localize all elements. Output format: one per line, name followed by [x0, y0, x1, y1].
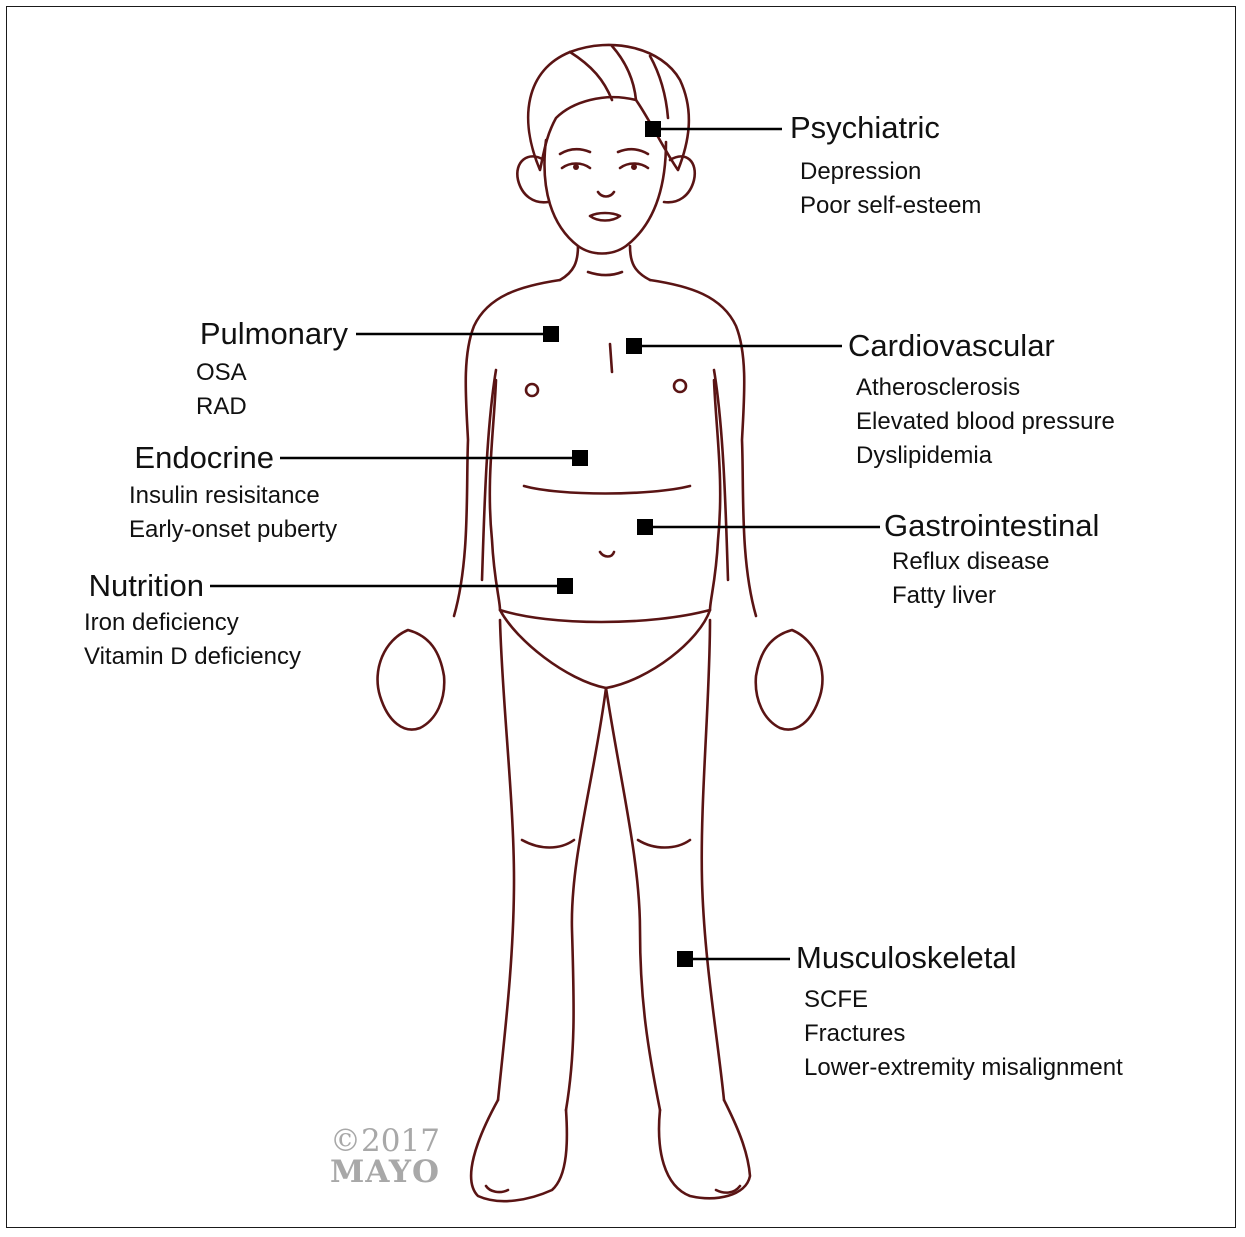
endocrine-marker [572, 450, 588, 466]
copyright-watermark: ©2017 MAYO [330, 1126, 440, 1188]
cardiovascular-title: Cardiovascular [848, 330, 1055, 361]
cardiovascular-item: Atherosclerosis [856, 371, 1115, 405]
psychiatric-item: Depression [800, 155, 981, 189]
left-hand [378, 630, 445, 730]
endocrine-item: Early-onset puberty [129, 513, 337, 547]
pulmonary-marker [543, 326, 559, 342]
left-leg-inner [566, 688, 606, 1110]
musculoskeletal-marker [677, 951, 693, 967]
right-leg-outer [702, 620, 724, 1100]
endocrine-item: Insulin resisitance [129, 479, 337, 513]
musculoskeletal-item: Fractures [804, 1017, 1123, 1051]
pulmonary-item: OSA [196, 356, 247, 390]
musculoskeletal-item: Lower-extremity misalignment [804, 1051, 1123, 1085]
nutrition-item: Iron deficiency [84, 606, 301, 640]
nutrition-title: Nutrition [89, 570, 204, 601]
nutrition-marker [557, 578, 573, 594]
gastrointestinal-item: Fatty liver [892, 579, 1049, 613]
underwear [500, 610, 710, 688]
cardiovascular-marker [626, 338, 642, 354]
right-hand [756, 630, 823, 730]
cardiovascular-item: Dyslipidemia [856, 439, 1115, 473]
right-foot [659, 1100, 750, 1198]
right-leg-inner [606, 688, 660, 1110]
pulmonary-title: Pulmonary [200, 318, 348, 349]
psychiatric-item: Poor self-esteem [800, 189, 981, 223]
gastrointestinal-marker [637, 519, 653, 535]
copyright-year: ©2017 [330, 1126, 440, 1157]
gastrointestinal-item: Reflux disease [892, 545, 1049, 579]
watermark-brand: MAYO [330, 1157, 440, 1188]
musculoskeletal-item: SCFE [804, 983, 1123, 1017]
psychiatric-marker [645, 121, 661, 137]
musculoskeletal-title: Musculoskeletal [796, 942, 1017, 973]
left-leg-outer [498, 620, 514, 1100]
torso-right [650, 280, 756, 616]
endocrine-title: Endocrine [134, 442, 274, 473]
nutrition-item: Vitamin D deficiency [84, 640, 301, 674]
cardiovascular-item: Elevated blood pressure [856, 405, 1115, 439]
psychiatric-title: Psychiatric [790, 112, 940, 143]
pulmonary-item: RAD [196, 390, 247, 424]
gastrointestinal-title: Gastrointestinal [884, 510, 1099, 541]
